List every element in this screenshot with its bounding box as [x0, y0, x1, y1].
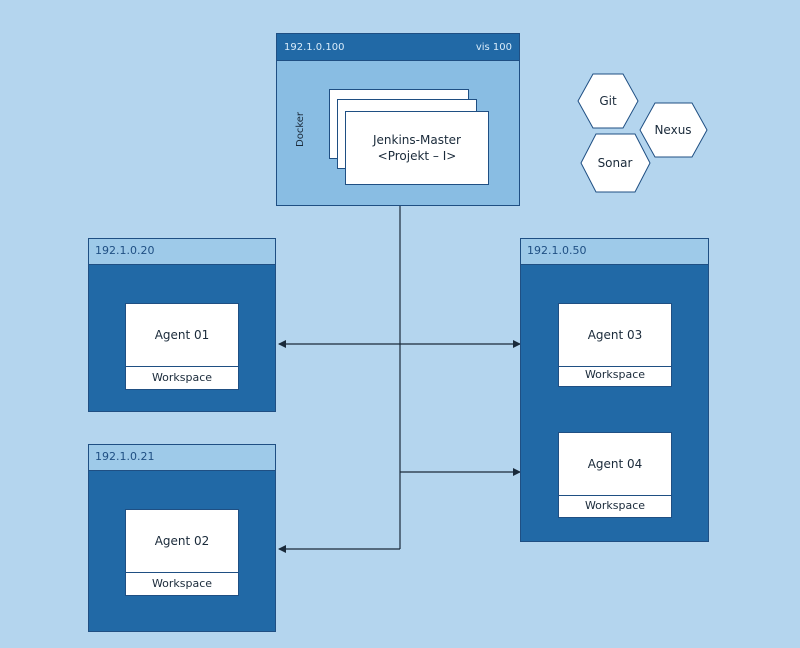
master-vis: vis 100 — [475, 41, 512, 53]
workspace-label: Workspace — [584, 367, 646, 381]
agent-card: Agent 03 Workspace — [558, 303, 672, 387]
agent-name: Agent 01 — [126, 304, 238, 367]
jenkins-master-card: Jenkins-Master <Projekt – I> — [345, 111, 489, 185]
sonar-hexagon: Sonar — [580, 133, 651, 193]
workspace-label: Workspace — [151, 576, 213, 590]
nexus-label: Nexus — [654, 123, 691, 137]
server-ip-label: 192.1.0.21 — [89, 445, 275, 471]
sonar-label: Sonar — [598, 156, 633, 170]
jenkins-master-project: <Projekt – I> — [377, 149, 457, 163]
server-192-1-0-21: 192.1.0.21 Agent 02 Workspace — [88, 444, 276, 632]
server-ip-label: 192.1.0.20 — [89, 239, 275, 265]
workspace-label: Workspace — [584, 498, 646, 512]
agent-name: Agent 03 — [559, 304, 671, 367]
jenkins-master-title: Jenkins-Master — [373, 133, 461, 147]
git-label: Git — [599, 94, 617, 108]
nexus-hexagon: Nexus — [639, 102, 708, 158]
master-host: 192.1.0.100 vis 100 Docker Jenkins-Maste… — [276, 33, 520, 206]
server-192-1-0-20: 192.1.0.20 Agent 01 Workspace — [88, 238, 276, 412]
server-192-1-0-50: 192.1.0.50 Agent 03 Workspace Agent 04 W… — [520, 238, 709, 542]
agent-card: Agent 02 Workspace — [125, 509, 239, 596]
agent-card: Agent 04 Workspace — [558, 432, 672, 518]
server-ip-label: 192.1.0.50 — [521, 239, 708, 265]
master-ip: 192.1.0.100 — [284, 41, 345, 53]
master-header: 192.1.0.100 vis 100 — [277, 34, 519, 60]
docker-pane: Docker Jenkins-Master <Projekt – I> — [277, 60, 519, 205]
git-hexagon: Git — [577, 73, 639, 129]
agent-card: Agent 01 Workspace — [125, 303, 239, 390]
workspace-label: Workspace — [151, 370, 213, 384]
agent-name: Agent 04 — [559, 433, 671, 496]
agent-name: Agent 02 — [126, 510, 238, 573]
